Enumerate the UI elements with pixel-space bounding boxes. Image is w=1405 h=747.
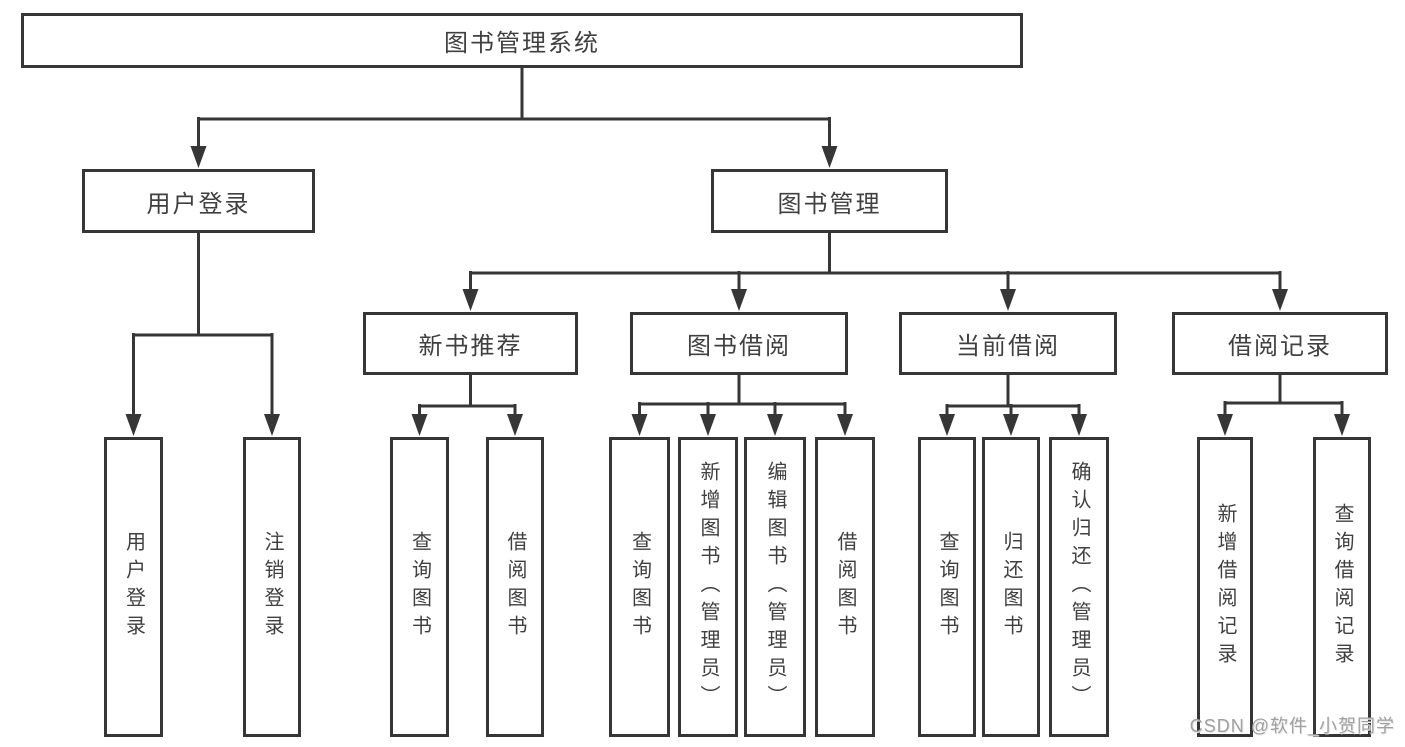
node-book-management-label: 图书管理 — [777, 190, 882, 218]
leaf-confirm-return-admin: 确认归还（管理员） — [1049, 437, 1109, 737]
node-book-borrow: 图书借阅 — [630, 312, 848, 375]
arrowheads — [125, 146, 1350, 436]
leaf-query-book-recommend-label: 查询图书 — [408, 531, 431, 643]
leaf-borrow-book-recommend-label: 借阅图书 — [504, 531, 526, 643]
leaf-query-book-current-label: 查询图书 — [936, 531, 958, 643]
leaf-query-book-borrow: 查询图书 — [609, 437, 670, 737]
leaf-return-book: 归还图书 — [982, 437, 1040, 737]
leaf-borrow-book-recommend: 借阅图书 — [486, 437, 544, 737]
node-new-book-recommend-label: 新书推荐 — [418, 333, 523, 360]
leaf-query-borrow-record: 查询借阅记录 — [1313, 437, 1371, 737]
leaf-query-book-recommend: 查询图书 — [390, 437, 449, 737]
leaf-edit-book-admin: 编辑图书（管理员） — [744, 437, 806, 737]
node-current-borrow-label: 当前借阅 — [956, 333, 1060, 360]
leaf-query-borrow-record-label: 查询借阅记录 — [1331, 503, 1353, 671]
node-borrow-records-label: 借阅记录 — [1228, 333, 1332, 360]
node-root-label: 图书管理系统 — [444, 30, 600, 57]
node-book-borrow-label: 图书借阅 — [687, 333, 791, 360]
node-new-book-recommend: 新书推荐 — [363, 312, 578, 375]
leaf-add-borrow-record: 新增借阅记录 — [1197, 437, 1253, 737]
node-borrow-records: 借阅记录 — [1172, 312, 1388, 375]
leaf-add-borrow-record-label: 新增借阅记录 — [1214, 503, 1236, 671]
leaf-logout: 注销登录 — [243, 437, 301, 737]
node-user-login-label: 用户登录 — [146, 190, 251, 218]
leaf-query-book-current: 查询图书 — [918, 437, 976, 737]
leaf-logout-label: 注销登录 — [261, 531, 283, 643]
node-book-management: 图书管理 — [711, 169, 948, 233]
leaf-add-book-admin-label: 新增图书（管理员） — [697, 461, 719, 713]
leaf-user-login-label: 用户登录 — [122, 531, 145, 643]
leaf-confirm-return-admin-label: 确认归还（管理员） — [1068, 461, 1090, 713]
leaf-edit-book-admin-label: 编辑图书（管理员） — [764, 461, 786, 713]
watermark: CSDN @软件_小贺同学 — [1189, 716, 1395, 736]
leaf-borrow-book: 借阅图书 — [815, 437, 875, 737]
leaf-return-book-label: 归还图书 — [1000, 531, 1022, 643]
leaf-add-book-admin: 新增图书（管理员） — [678, 437, 738, 737]
leaf-query-book-borrow-label: 查询图书 — [628, 531, 651, 643]
node-current-borrow: 当前借阅 — [899, 312, 1117, 375]
node-user-login: 用户登录 — [82, 169, 315, 233]
leaf-user-login: 用户登录 — [104, 437, 163, 737]
node-root: 图书管理系统 — [21, 13, 1023, 68]
leaf-borrow-book-label: 借阅图书 — [834, 531, 856, 643]
